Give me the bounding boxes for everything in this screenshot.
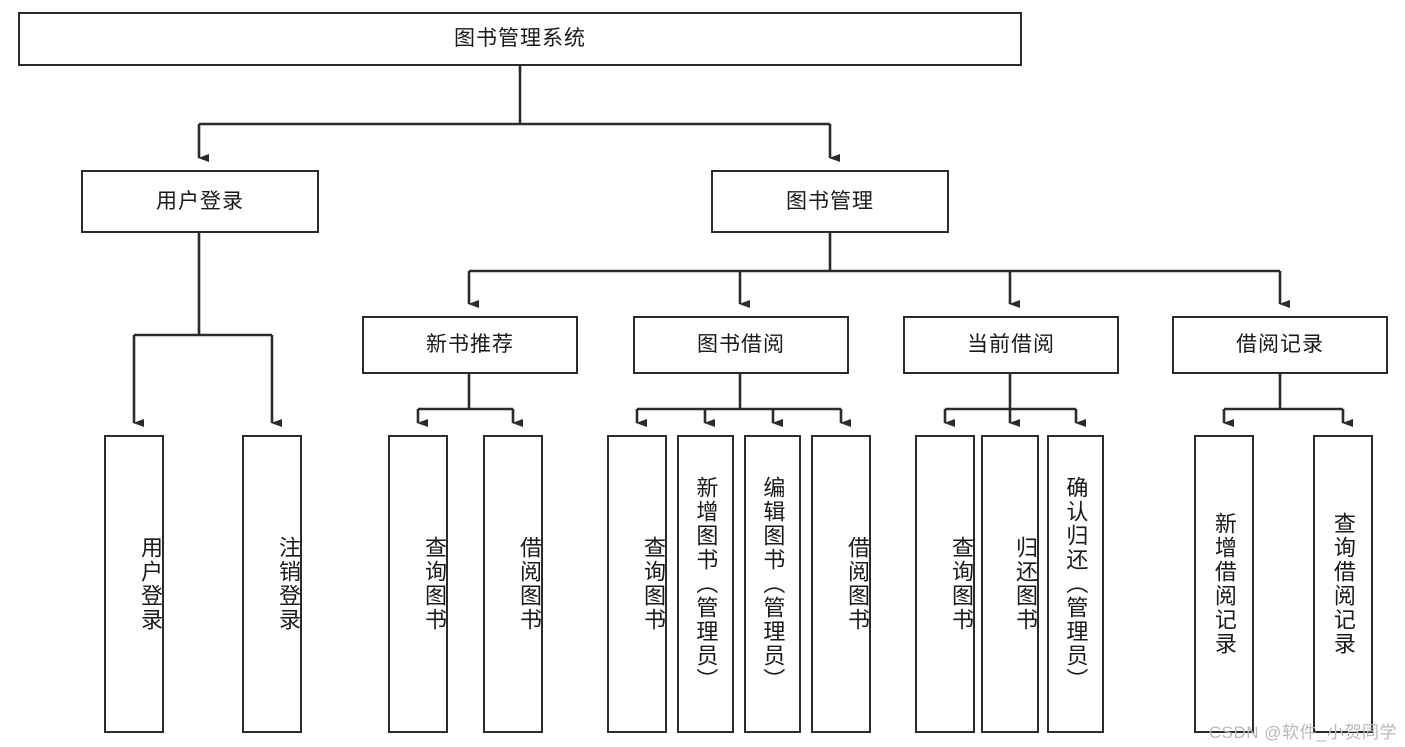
node-label: 用户登录 — [156, 189, 244, 213]
node-book-borrowing[interactable]: 图书借阅 — [633, 316, 849, 374]
node-label: 新书推荐 — [426, 333, 514, 357]
node-label: 归还图书 — [1013, 536, 1038, 632]
node-label: 借阅记录 — [1236, 333, 1324, 357]
node-label: 图书管理系统 — [454, 27, 586, 51]
leaf-borrow-books[interactable]: 借阅图书 — [811, 435, 871, 733]
node-label: 借阅图书 — [845, 536, 870, 632]
leaf-query-books-borrow[interactable]: 查询图书 — [607, 435, 667, 733]
leaf-query-books-current[interactable]: 查询图书 — [915, 435, 975, 733]
node-label: 图书借阅 — [697, 333, 785, 357]
node-label: 查询图书 — [641, 536, 666, 632]
node-label: 图书管理 — [786, 189, 874, 213]
leaf-return-books[interactable]: 归还图书 — [981, 435, 1039, 733]
node-label: 确认归还（管理员） — [1063, 476, 1089, 692]
node-label: 编辑图书（管理员） — [760, 476, 786, 692]
leaf-user-login[interactable]: 用户登录 — [104, 435, 164, 733]
leaf-add-borrow-record[interactable]: 新增借阅记录 — [1194, 435, 1254, 733]
node-borrowing-record[interactable]: 借阅记录 — [1172, 316, 1388, 374]
node-label: 当前借阅 — [967, 333, 1055, 357]
node-user-login[interactable]: 用户登录 — [81, 170, 319, 233]
node-label: 查询借阅记录 — [1330, 512, 1356, 656]
node-root-book-management-system[interactable]: 图书管理系统 — [18, 12, 1022, 66]
node-label: 查询图书 — [422, 536, 447, 632]
node-label: 新增图书（管理员） — [693, 476, 719, 692]
leaf-logout[interactable]: 注销登录 — [242, 435, 302, 733]
node-new-book-recommendation[interactable]: 新书推荐 — [362, 316, 578, 374]
node-label: 新增借阅记录 — [1211, 512, 1237, 656]
node-label: 借阅图书 — [517, 536, 542, 632]
node-book-management[interactable]: 图书管理 — [711, 170, 949, 233]
leaf-confirm-return-admin[interactable]: 确认归还（管理员） — [1047, 435, 1104, 733]
node-label: 注销登录 — [276, 536, 301, 632]
leaf-borrow-books-new[interactable]: 借阅图书 — [483, 435, 543, 733]
leaf-edit-book-admin[interactable]: 编辑图书（管理员） — [744, 435, 801, 733]
node-label: 查询图书 — [949, 536, 974, 632]
node-current-borrowing[interactable]: 当前借阅 — [903, 316, 1119, 374]
leaf-add-book-admin[interactable]: 新增图书（管理员） — [677, 435, 734, 733]
leaf-query-borrow-record[interactable]: 查询借阅记录 — [1313, 435, 1373, 733]
watermark-text: CSDN @软件_小贺同学 — [1208, 723, 1397, 742]
leaf-query-books-new[interactable]: 查询图书 — [388, 435, 448, 733]
node-label: 用户登录 — [138, 536, 163, 632]
